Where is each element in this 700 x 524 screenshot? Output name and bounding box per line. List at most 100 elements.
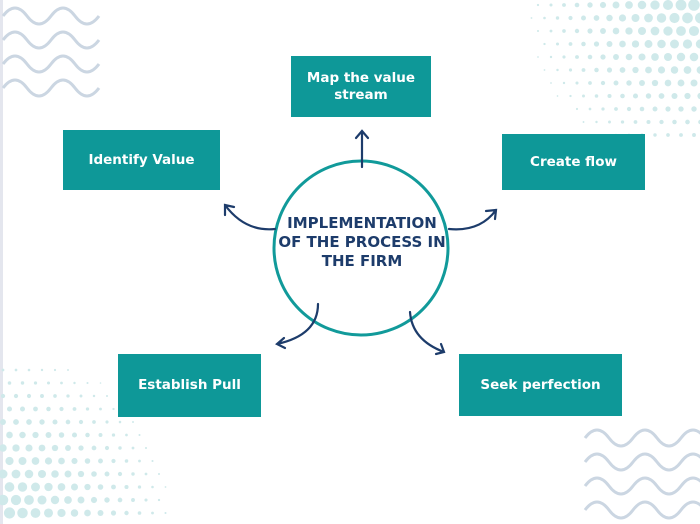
dot	[670, 66, 679, 74]
dot	[587, 28, 593, 34]
dot	[6, 431, 13, 439]
dot	[138, 459, 141, 463]
dot	[683, 66, 692, 74]
dot	[688, 0, 700, 11]
dot	[14, 368, 18, 372]
dot	[77, 470, 85, 478]
dot	[99, 382, 102, 384]
dot	[568, 68, 573, 72]
dot	[549, 3, 553, 7]
dot	[657, 66, 666, 74]
dot	[650, 26, 660, 36]
dot	[37, 495, 47, 505]
dot	[581, 68, 586, 72]
dot	[689, 52, 699, 62]
dot	[620, 120, 625, 124]
dot	[97, 484, 104, 490]
dot	[581, 15, 586, 21]
dot	[86, 381, 89, 385]
dot	[678, 106, 684, 112]
dot	[662, 0, 674, 11]
dot	[633, 120, 638, 124]
dot	[696, 66, 700, 74]
dot	[650, 0, 660, 10]
dot	[536, 29, 540, 33]
dot	[676, 52, 686, 62]
dot	[695, 12, 700, 24]
dot	[549, 29, 553, 33]
dot	[151, 485, 154, 489]
dot	[637, 26, 647, 36]
dot	[31, 457, 40, 465]
dot	[656, 13, 667, 23]
dot	[26, 419, 32, 425]
step-identify-value: Identify Value	[63, 130, 220, 190]
dot	[5, 456, 14, 466]
dot	[98, 433, 103, 437]
dot	[92, 394, 96, 398]
dot	[13, 419, 19, 425]
dot	[111, 433, 116, 437]
dot	[672, 119, 677, 125]
dot	[691, 106, 697, 112]
dot	[575, 55, 579, 59]
dot	[39, 419, 45, 425]
wave-line	[583, 500, 700, 520]
dot	[625, 53, 633, 61]
dot	[1, 368, 5, 372]
dot	[620, 93, 625, 99]
dot	[78, 445, 84, 451]
center-title-line: OF THE PROCESS IN	[278, 233, 446, 251]
arrow-down-right-icon	[408, 310, 446, 356]
dot	[685, 119, 690, 125]
dot	[574, 2, 580, 8]
dot	[131, 446, 135, 450]
dot	[653, 133, 657, 137]
dot	[118, 446, 122, 450]
dot	[91, 445, 97, 451]
wave-line	[583, 428, 700, 448]
dot	[70, 509, 79, 517]
wave-line	[1, 54, 101, 74]
dot	[601, 107, 605, 111]
dot	[158, 473, 160, 475]
center-title: IMPLEMENTATION OF THE PROCESS IN THE FIR…	[276, 214, 448, 271]
dot	[612, 27, 620, 35]
dot	[64, 470, 72, 478]
arrow-up-icon	[354, 129, 370, 169]
dot	[0, 444, 7, 452]
dot	[682, 12, 693, 24]
dot	[625, 1, 633, 9]
dot	[85, 407, 90, 411]
dot	[117, 471, 123, 477]
dot	[38, 444, 46, 452]
dot	[574, 28, 580, 34]
dot	[85, 432, 90, 438]
dot	[550, 82, 552, 84]
dot	[45, 432, 52, 438]
dot	[73, 381, 76, 385]
dot	[555, 16, 560, 20]
waves-top-left	[1, 6, 101, 98]
dot	[562, 81, 566, 85]
dot	[626, 106, 632, 112]
dot	[77, 496, 85, 504]
center-title-line: THE FIRM	[321, 252, 403, 270]
dot	[59, 406, 64, 412]
dot	[44, 457, 53, 465]
dot	[30, 508, 41, 518]
dot	[24, 495, 34, 505]
dot	[137, 511, 142, 515]
dot	[46, 406, 51, 412]
dot	[562, 29, 566, 33]
arrow-down-left-icon	[275, 302, 320, 350]
step-seek-perfection: Seek perfection	[459, 354, 622, 416]
dot	[613, 54, 619, 60]
arrow-right-icon	[447, 208, 498, 231]
dot	[637, 0, 647, 10]
dot	[25, 444, 33, 452]
dot	[582, 121, 585, 123]
dot	[7, 381, 12, 385]
dot	[3, 507, 16, 519]
dot	[588, 107, 592, 111]
